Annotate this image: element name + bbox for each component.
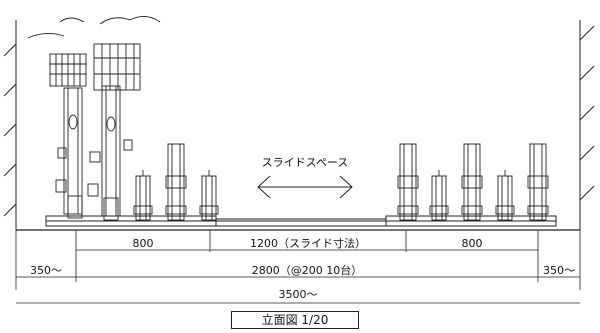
bicycle-rack-unit xyxy=(527,143,549,221)
bicycle-rack-unit xyxy=(199,170,219,221)
right-wall xyxy=(579,20,595,230)
drawing-title: 立面図 1/20 xyxy=(231,311,359,329)
dimension-center-span: 1200（スライド寸法） xyxy=(250,236,366,250)
dimension-rack-total: 2800（@200 10台） xyxy=(252,263,362,277)
bicycle-rack-unit xyxy=(429,170,449,221)
dimension-right-margin: 350～ xyxy=(543,264,575,277)
bicycle-rack-unit xyxy=(461,143,483,221)
slide-space-label: スライドスペース xyxy=(262,156,349,169)
parked-bicycle xyxy=(87,16,161,221)
bicycle-rack-unit xyxy=(133,170,153,221)
dimension-left-margin: 350～ xyxy=(30,264,62,277)
dimension-left-span: 800 xyxy=(133,237,154,250)
bicycle-rack-unit xyxy=(165,143,187,221)
parked-bicycle xyxy=(27,17,87,219)
dimension-lines xyxy=(15,230,581,304)
bicycle-rack-unit xyxy=(495,170,515,221)
dimension-right-span: 800 xyxy=(462,237,483,250)
dimension-overall: 3500～ xyxy=(279,288,318,301)
rail-track xyxy=(45,215,557,227)
slide-direction-arrow xyxy=(257,175,353,199)
bicycle-rack-unit xyxy=(397,143,419,221)
left-wall xyxy=(3,20,17,230)
